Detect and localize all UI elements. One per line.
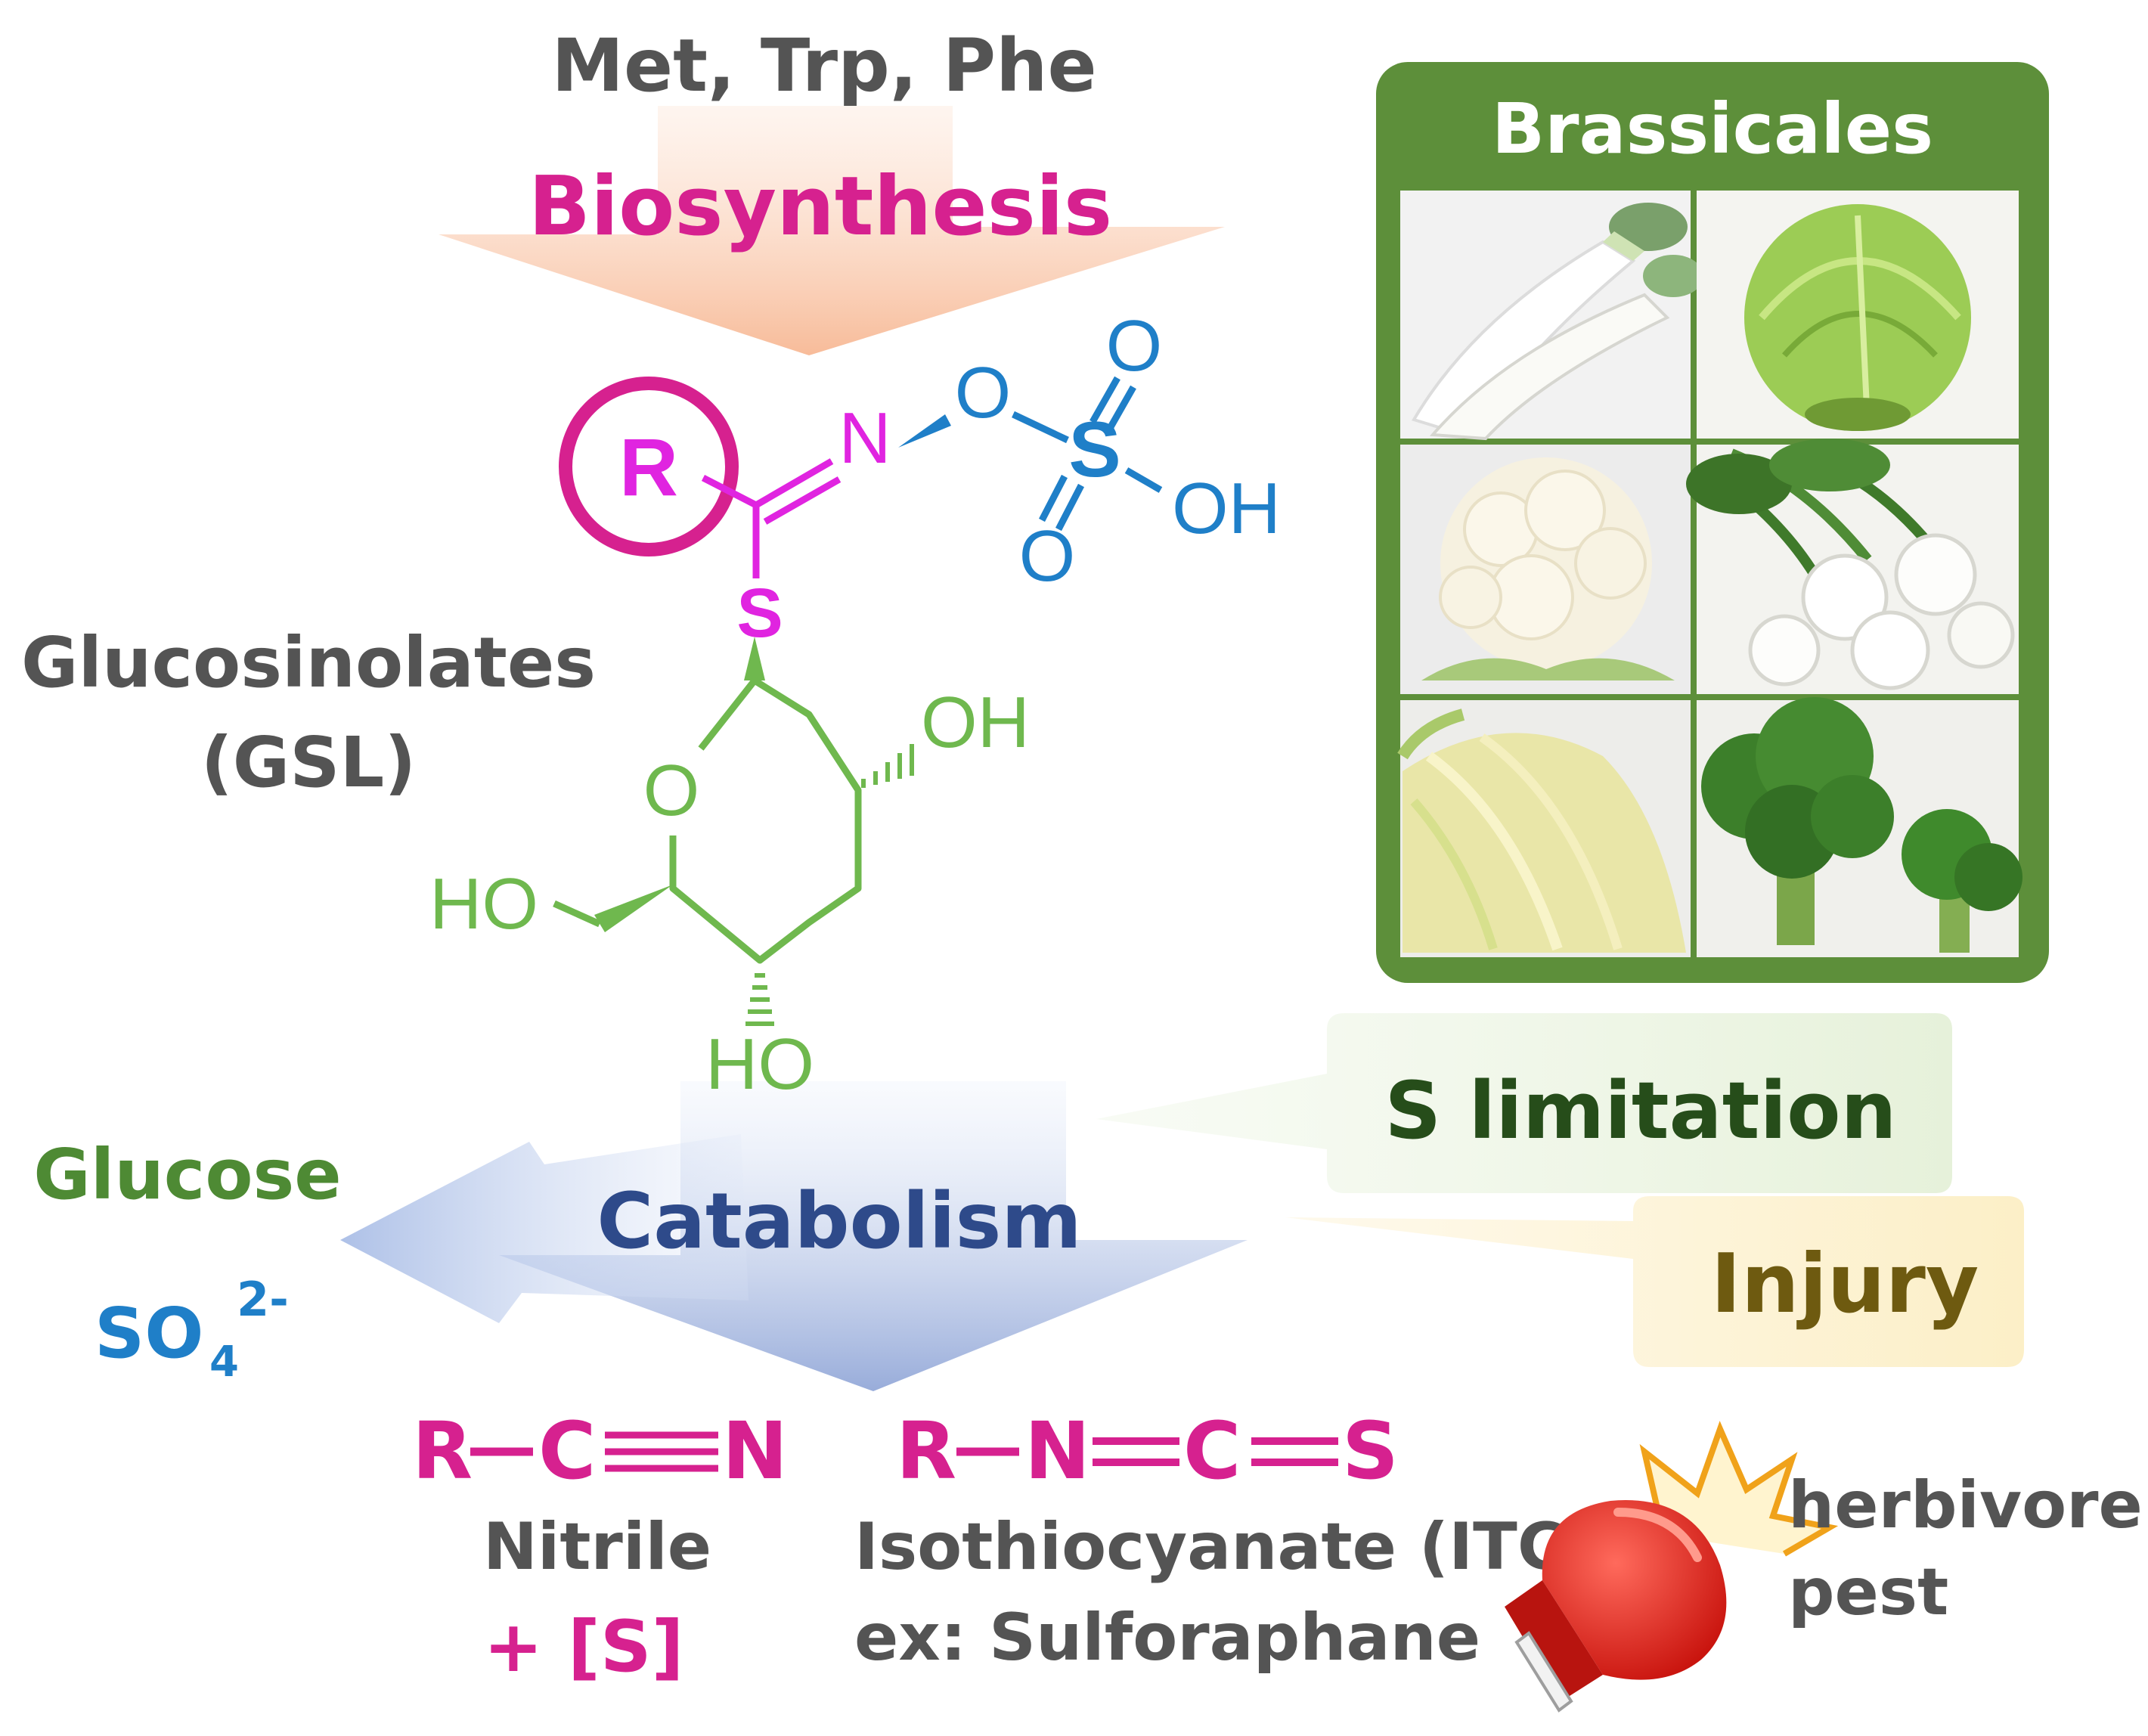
compound-name-line1: Glucosinolates — [21, 622, 596, 703]
itc-example: ex: Sulforaphane — [854, 1600, 1480, 1676]
atom-oh-sulfo: OH — [1172, 468, 1281, 549]
turnip-image — [1686, 439, 2019, 694]
nitrile-triple-bond — [605, 1431, 718, 1472]
itc-s: S — [1342, 1405, 1399, 1497]
nitrile-n: N — [722, 1405, 788, 1497]
itc-bond-c-s — [1251, 1437, 1338, 1466]
sulfate-label: SO 4 2- — [95, 1272, 289, 1387]
atom-oh-right: OH — [921, 682, 1030, 763]
catabolism-label: Catabolism — [597, 1176, 1081, 1266]
left-branch-arrow — [340, 1134, 749, 1323]
s-limitation-callout — [1096, 1013, 1952, 1193]
compound-name-line2: (GSL) — [201, 722, 417, 803]
bond-c2-oh-hash — [861, 744, 914, 788]
atom-o-bottom: O — [1019, 516, 1076, 597]
cauliflower-image — [1400, 445, 1691, 694]
glucosinolate-structure: R N O S O O OH S O OH HO HO — [429, 305, 1281, 1105]
broccoli-image — [1697, 697, 2022, 957]
biosynthesis-arrow — [439, 106, 1225, 355]
atom-s-thio: S — [736, 575, 783, 652]
injury-label: Injury — [1711, 1237, 1979, 1331]
nitrile-name: Nitrile — [483, 1509, 711, 1585]
atom-ho-left: HO — [429, 863, 538, 944]
bond-s-obot-1 — [1039, 474, 1068, 522]
nitrile-c: C — [538, 1405, 596, 1497]
itc-formula: R N C S — [896, 1405, 1399, 1497]
r-group-circle — [559, 377, 739, 556]
atom-o-ring: O — [643, 750, 700, 831]
glucose-label: Glucose — [33, 1134, 341, 1215]
nitrile-extra: + [S] — [483, 1606, 683, 1688]
bond-r-c — [701, 474, 758, 509]
herbivore-label: herbivore — [1788, 1468, 2143, 1543]
ring-bonds — [669, 677, 862, 964]
cabbage-image — [1697, 191, 2019, 439]
sulfate-main: SO — [95, 1293, 203, 1374]
pest-label: pest — [1788, 1555, 1948, 1630]
itc-n: N — [1024, 1405, 1090, 1497]
atom-n: N — [838, 398, 891, 479]
itc-name: Isothiocyanate (ITC) — [854, 1509, 1595, 1585]
bond-n-o-wedge — [898, 414, 951, 448]
itc-r: R — [896, 1405, 956, 1497]
precursors-label: Met, Trp, Phe — [551, 23, 1096, 108]
sulfate-superscript: 2- — [237, 1272, 289, 1327]
bond-s-obot-2 — [1055, 483, 1084, 532]
brassicales-title: Brassicales — [1492, 88, 1933, 169]
sulfate-subscript: 4 — [209, 1338, 239, 1387]
atom-o-top: O — [1106, 305, 1163, 386]
brassicales-panel: Brassicales — [1376, 62, 2049, 983]
bond-s-oh — [1124, 467, 1163, 493]
bond-ch2-ho — [553, 900, 601, 928]
itc-bond-n-c — [1093, 1437, 1179, 1466]
atom-o-link: O — [955, 352, 1012, 433]
nitrile-formula: R C N — [412, 1405, 788, 1497]
bond-c-n-2 — [763, 476, 842, 525]
daikon-radish-image — [1400, 191, 1703, 441]
atom-s-sulfo: S — [1068, 406, 1120, 494]
bond-c5-ch2-wedge — [594, 885, 673, 932]
itc-c: C — [1183, 1405, 1241, 1497]
s-limitation-label: S limitation — [1384, 1065, 1896, 1157]
atom-ho-bottom: HO — [705, 1024, 814, 1105]
bond-s-c1-wedge — [744, 637, 765, 680]
bond-c-n-1 — [754, 458, 834, 508]
injury-callout — [1285, 1196, 2024, 1367]
bond-o-s — [1012, 411, 1069, 444]
bond-c4-ho-hash — [745, 973, 774, 1026]
biosynthesis-label: Biosynthesis — [528, 160, 1112, 254]
nitrile-r: R — [412, 1405, 473, 1497]
bond-s-otop-2 — [1105, 385, 1136, 433]
boxing-glove-icon — [1505, 1500, 1727, 1713]
bond-s-otop-1 — [1089, 376, 1120, 424]
atom-r: R — [619, 421, 678, 513]
napa-cabbage-image — [1397, 700, 1691, 957]
